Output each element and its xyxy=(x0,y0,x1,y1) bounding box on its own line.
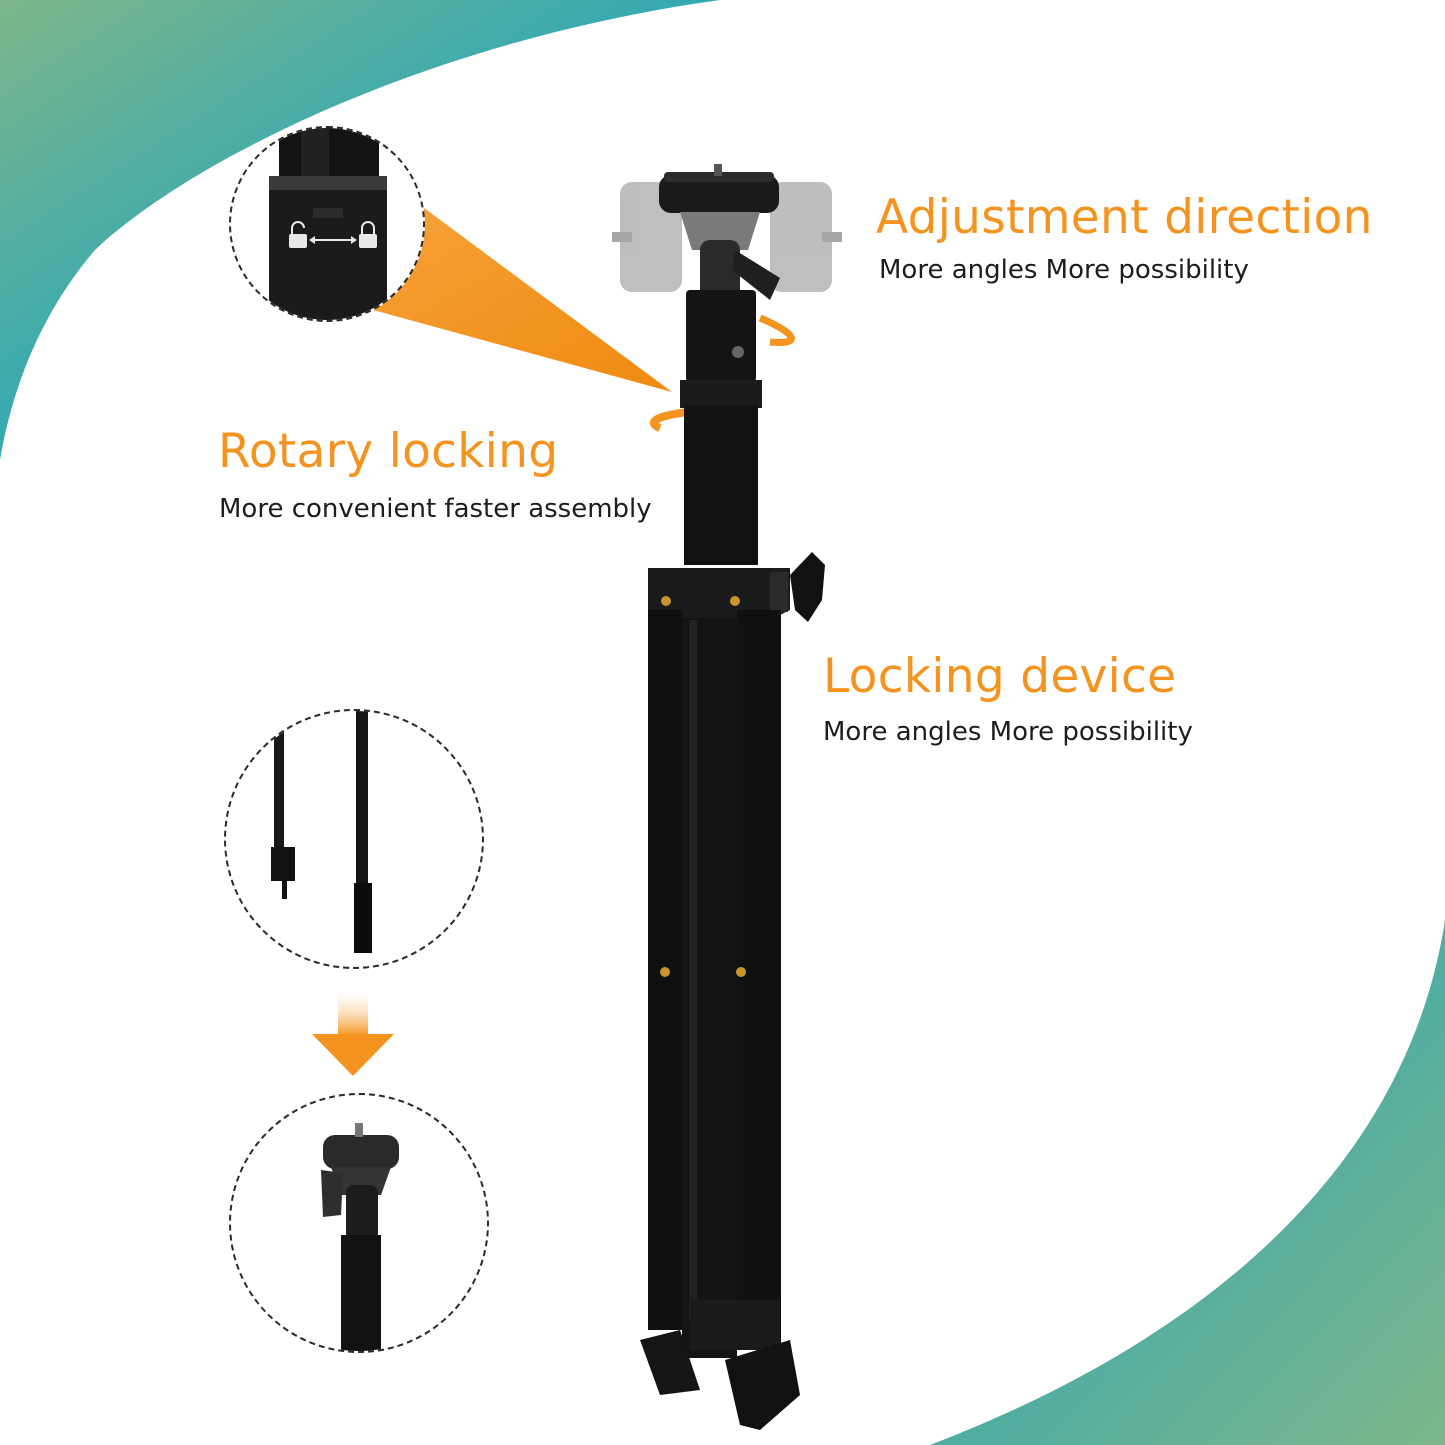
bottom-right-wave xyxy=(930,920,1445,1445)
double-arrow-icon xyxy=(309,236,357,244)
adjustment-direction-subtitle: More angles More possibility xyxy=(879,255,1249,285)
leg-detail xyxy=(224,709,484,969)
unlock-icon xyxy=(289,221,307,248)
lock-icon xyxy=(359,221,377,248)
locking-device-title: Locking device xyxy=(823,649,1177,704)
mount-head-detail xyxy=(229,1093,489,1353)
rotary-locking-subtitle: More convenient faster assembly xyxy=(219,494,652,524)
rotary-lock-detail xyxy=(229,126,425,322)
rotary-locking-title: Rotary locking xyxy=(218,424,559,479)
top-left-wave xyxy=(0,0,720,460)
mount-head xyxy=(659,164,780,300)
adjustment-direction-title: Adjustment direction xyxy=(876,190,1373,245)
locking-device-subtitle: More angles More possibility xyxy=(823,717,1193,747)
down-arrow-icon xyxy=(312,990,394,1076)
